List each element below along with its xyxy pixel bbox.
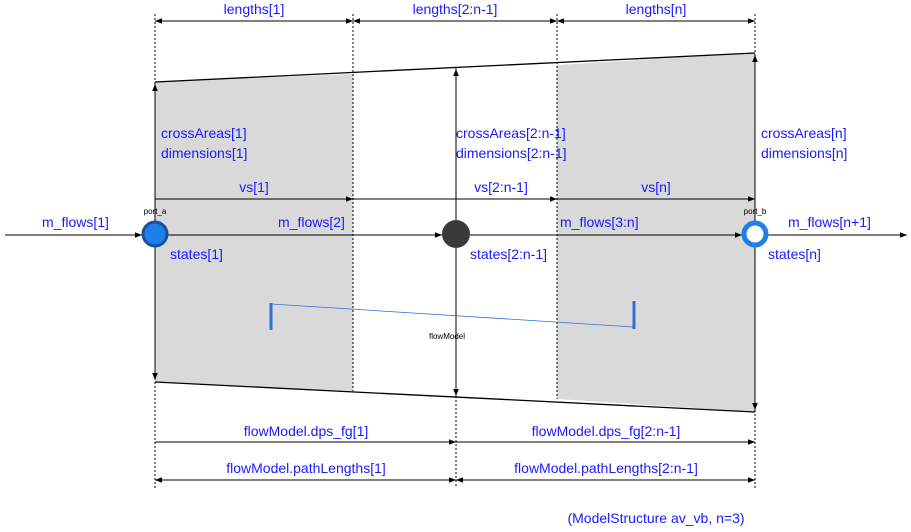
diameter-arrows <box>152 55 758 410</box>
length-label-last: lengths[n] <box>626 1 687 17</box>
bottom-dimension-arrows <box>155 439 755 483</box>
pipe-top-boundary <box>154 52 756 83</box>
dimension-label-middle: dimensions[2:n-1] <box>456 145 567 161</box>
pipe-bottom-boundary <box>154 381 756 413</box>
port-a-label: port_a <box>144 207 167 216</box>
mass-flow-label-out: m_flows[n+1] <box>788 214 871 230</box>
dimension-label-first: dimensions[1] <box>161 145 247 161</box>
state-node-middle <box>442 220 470 248</box>
port-b-label: port_b <box>744 207 767 216</box>
velocity-label-last: vs[n] <box>641 179 671 195</box>
model-structure-caption: (ModelStructure av_vb, n=3) <box>567 510 744 526</box>
velocity-label-first: vs[1] <box>239 179 269 195</box>
mass-flow-label-2: m_flows[2] <box>278 214 345 230</box>
cross-area-label-last: crossAreas[n] <box>761 125 847 141</box>
cross-area-label-middle: crossAreas[2:n-1] <box>456 125 566 141</box>
velocity-label-middle: vs[2:n-1] <box>474 179 528 195</box>
first-segment-shade <box>155 74 353 391</box>
states-label-first: states[1] <box>170 246 223 262</box>
mass-flow-label-3: m_flows[3:n] <box>560 214 639 230</box>
cross-area-label-first: crossAreas[1] <box>161 125 247 141</box>
flow-model-label: flowModel <box>429 332 465 341</box>
dimension-label-last: dimensions[n] <box>761 145 847 161</box>
length-label-middle: lengths[2:n-1] <box>413 1 498 17</box>
mass-flow-label-in: m_flows[1] <box>42 214 109 230</box>
port-b-connector[interactable] <box>741 220 769 248</box>
length-label-first: lengths[1] <box>224 1 285 17</box>
port-a-connector[interactable] <box>141 220 169 248</box>
states-label-middle: states[2:n-1] <box>470 246 547 262</box>
path-length-label-first: flowModel.pathLengths[1] <box>226 460 386 476</box>
states-label-last: states[n] <box>768 246 821 262</box>
dps-label-first: flowModel.dps_fg[1] <box>244 423 369 439</box>
last-segment-shade <box>557 53 755 412</box>
path-length-label-middle: flowModel.pathLengths[2:n-1] <box>514 460 698 476</box>
flow-model-link-line <box>270 303 635 328</box>
dps-label-middle: flowModel.dps_fg[2:n-1] <box>532 423 681 439</box>
